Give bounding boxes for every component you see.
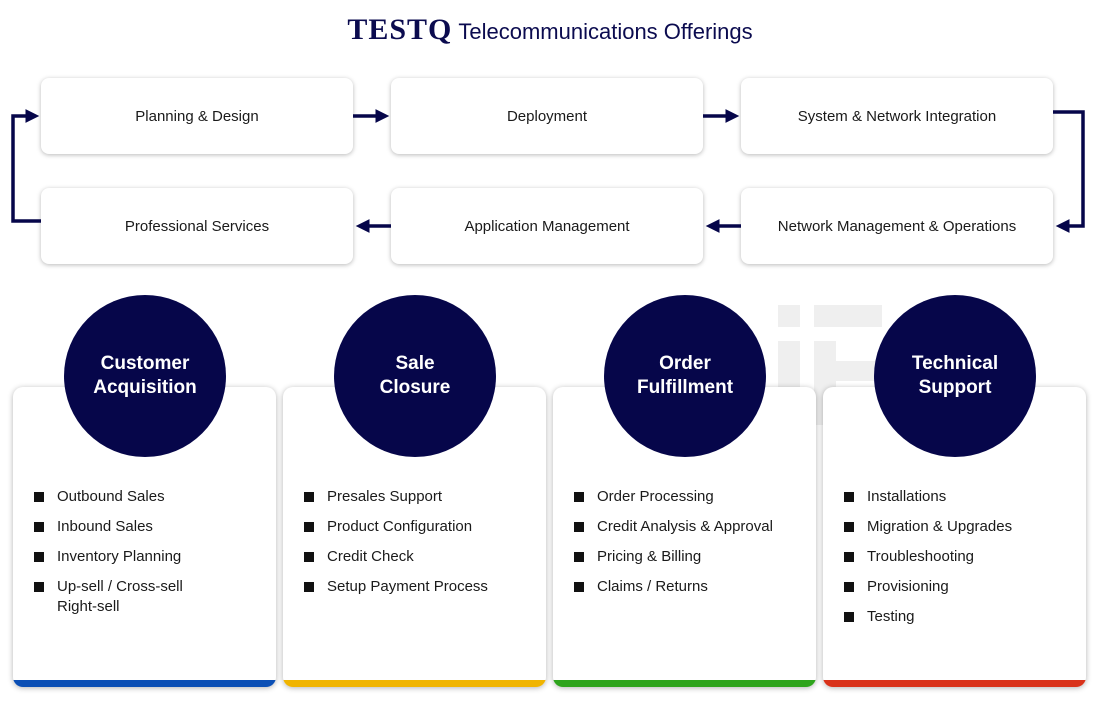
bullet-square-icon — [844, 612, 854, 622]
card-accent-bar — [283, 680, 546, 687]
bullet-square-icon — [34, 522, 44, 532]
bullet-square-icon — [574, 552, 584, 562]
heading-circle-sale-closure: Sale Closure — [334, 295, 496, 457]
heading-line: Sale — [395, 353, 435, 374]
list-item: Provisioning — [843, 577, 1076, 597]
card-item-list: Order Processing Credit Analysis & Appro… — [573, 487, 806, 607]
bullet-square-icon — [844, 492, 854, 502]
flow-step-label: Network Management & Operations — [777, 217, 1017, 235]
list-item: Claims / Returns — [573, 577, 806, 597]
heading-line: Closure — [379, 377, 451, 398]
list-item: Presales Support — [303, 487, 536, 507]
heading-line: Fulfillment — [636, 377, 734, 398]
list-item: Installations — [843, 487, 1076, 507]
flow-step-label: Planning & Design — [135, 107, 259, 125]
flow-arrows — [11, 109, 1085, 233]
bullet-square-icon — [304, 492, 314, 502]
bullet-square-icon — [844, 522, 854, 532]
list-item: Credit Check — [303, 547, 536, 567]
bullet-square-icon — [574, 522, 584, 532]
list-item: Troubleshooting — [843, 547, 1076, 567]
flow-step-label: System & Network Integration — [797, 107, 997, 125]
list-item: Outbound Sales — [33, 487, 266, 507]
arrow-loop-right-icon — [1053, 110, 1085, 233]
bullet-square-icon — [304, 552, 314, 562]
bullet-square-icon — [304, 522, 314, 532]
list-item: Pricing & Billing — [573, 547, 806, 567]
bullet-square-icon — [844, 582, 854, 592]
heading-circle-technical-support: Technical Support — [874, 295, 1036, 457]
brand-name: TESTQ — [347, 13, 453, 46]
flow-step-label: Deployment — [506, 107, 588, 125]
card-accent-bar — [13, 680, 276, 687]
card-accent-bar — [823, 680, 1086, 687]
list-item: Migration & Upgrades — [843, 517, 1076, 537]
list-item: Inbound Sales — [33, 517, 266, 537]
bullet-square-icon — [304, 582, 314, 592]
heading-line: Order — [659, 353, 711, 374]
flow-step-planning-design: Planning & Design — [41, 78, 353, 154]
bullet-square-icon — [34, 492, 44, 502]
flow-step-system-network-integration: System & Network Integration — [741, 78, 1053, 154]
title-text: Telecommunications Offerings — [458, 19, 753, 44]
heading-circle-customer-acquisition: Customer Acquisition — [64, 295, 226, 457]
list-item: Credit Analysis & Approval — [573, 517, 806, 537]
list-item: Product Configuration — [303, 517, 536, 537]
bullet-square-icon — [844, 552, 854, 562]
arrow-loop-left-icon — [11, 109, 41, 223]
flow-step-deployment: Deployment — [391, 78, 703, 154]
flow-step-network-management-operations: Network Management & Operations — [741, 188, 1053, 264]
heading-line: Technical — [911, 353, 999, 374]
heading-line: Support — [918, 377, 992, 398]
bullet-square-icon — [574, 492, 584, 502]
flow-step-application-management: Application Management — [391, 188, 703, 264]
flow-step-label: Professional Services — [124, 217, 270, 235]
card-item-list: Presales Support Product Configuration C… — [303, 487, 536, 607]
list-item: Inventory Planning — [33, 547, 266, 567]
bullet-square-icon — [34, 552, 44, 562]
card-item-list: Installations Migration & Upgrades Troub… — [843, 487, 1076, 637]
heading-circle-order-fulfillment: Order Fulfillment — [604, 295, 766, 457]
bullet-square-icon — [34, 582, 44, 592]
heading-line: Acquisition — [93, 377, 197, 398]
flow-step-label: Application Management — [464, 217, 630, 235]
list-item: Testing — [843, 607, 1076, 627]
heading-line: Customer — [100, 353, 190, 374]
card-item-list: Outbound Sales Inbound Sales Inventory P… — [33, 487, 266, 627]
bullet-square-icon — [574, 582, 584, 592]
flow-step-professional-services: Professional Services — [41, 188, 353, 264]
list-item: Setup Payment Process — [303, 577, 536, 597]
card-accent-bar — [553, 680, 816, 687]
list-item: Order Processing — [573, 487, 806, 507]
